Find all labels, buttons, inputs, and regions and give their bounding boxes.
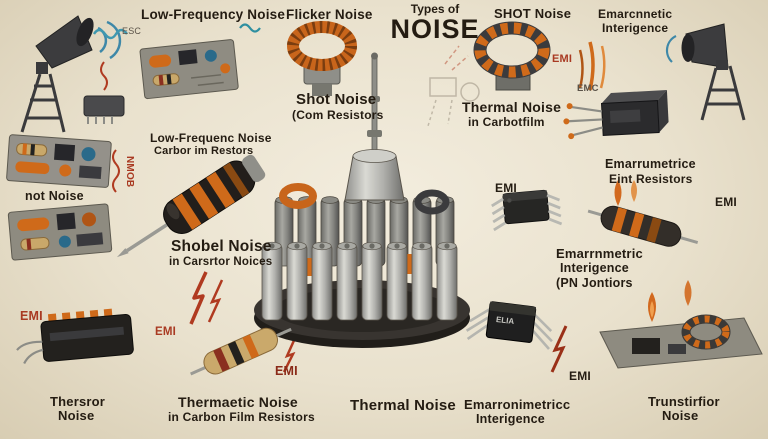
label-low-freq-left-line2: Carbor im Restors	[154, 145, 254, 157]
label-low-freq-left-line1: Low-Frequenc Noise	[150, 131, 272, 145]
label-em-right-mid-line1: Emarrnmetric	[556, 246, 643, 261]
label-em-right-mid-line3: (PN Jontiors	[556, 276, 633, 290]
label-nmob: NMOB	[124, 156, 135, 188]
spark-squiggle-nmob	[112, 149, 120, 193]
resistor-right	[587, 205, 699, 247]
circuit-board-left-lower	[7, 203, 113, 261]
horn-speaker-tower-right	[665, 23, 746, 121]
resistor-bottom-left	[190, 327, 292, 376]
toroid-inductor-top	[287, 21, 357, 96]
label-emi-left: EMI	[20, 309, 43, 323]
lightning-bolt-left	[189, 271, 208, 325]
label-shot-noise-top: SHOT Noise	[494, 6, 572, 21]
lightning-bolt-bottom	[550, 325, 568, 373]
title-main: NOISE	[390, 14, 480, 44]
label-em-top-right-line2: Interigence	[602, 21, 669, 35]
flame-sparks-right	[614, 180, 637, 206]
central-pedestal	[344, 149, 405, 201]
label-thersror-line1: Thersror	[50, 394, 106, 409]
lightning-bolt-center-bottom	[282, 335, 298, 373]
label-thersror-line2: Noise	[58, 408, 95, 423]
label-trunstirfior-line2: Noise	[662, 408, 699, 423]
label-em-right-mid-line2: Interigence	[560, 261, 629, 275]
label-emi-left-lower: EMI	[155, 326, 177, 338]
component-module-bottom-left	[16, 308, 134, 365]
circuit-module-bottom-right	[599, 280, 763, 369]
label-em-bottom-line2: Interigence	[476, 412, 545, 426]
label-thermal-center-line2: in Carbotfilm	[468, 115, 545, 129]
dip-chip-right	[491, 189, 563, 232]
label-trunstirfior-line1: Trunstirfior	[648, 394, 720, 409]
lightning-bolt-left-2	[207, 279, 224, 323]
capacitor-assembly	[254, 52, 470, 348]
label-emi-far-right: EMI	[715, 195, 737, 209]
label-low-frequency-noise-top: Low-Frequency Noise	[141, 7, 286, 22]
label-shobel-noise-line1: Shobel Noise	[171, 238, 272, 255]
label-thermaetic-line2: in Carbon Film Resistors	[168, 410, 315, 424]
toroid-on-assembly-left	[279, 183, 317, 209]
small-component-left	[83, 95, 125, 124]
wave-squiggle-top-left	[92, 28, 128, 40]
label-esc: ESC	[122, 26, 142, 36]
label-emi-top: EMI	[552, 53, 573, 65]
component-box-right	[563, 90, 669, 140]
title-pre: Types of	[410, 2, 460, 16]
label-thermaetic-line1: Thermaetic Noise	[178, 394, 298, 410]
label-em-bottom-line1: Emarronimetricc	[464, 397, 571, 412]
toroid-inductor-right	[473, 21, 551, 91]
spark-squiggle-left	[100, 61, 108, 91]
label-shot-noise-center-line2: (Com Resistors	[292, 108, 384, 122]
circuit-board-left	[6, 134, 112, 188]
sketch-faint-components	[427, 45, 480, 127]
toroid-on-assembly-right	[414, 189, 450, 215]
label-emi-mid: EMI	[495, 181, 517, 195]
wave-squiggle-top-center	[239, 23, 261, 33]
label-em-top-right-line1: Emarcnnetic	[598, 7, 673, 21]
label-em-right-line1: Emarrumetrice	[605, 157, 696, 171]
label-emc: EMC	[577, 83, 599, 94]
horn-speaker-tower-left	[20, 15, 122, 133]
label-flicker-noise: Flicker Noise	[286, 7, 373, 22]
label-shobel-noise-line2: in Carsrtor Noices	[169, 256, 273, 268]
label-em-right-line2: Eint Resistors	[609, 172, 693, 186]
dip-chip-bottom	[465, 301, 553, 350]
label-emi-bottom-center: EMI	[275, 364, 298, 378]
spark-streaks-top-right	[578, 41, 606, 91]
label-emi-bottom-right: EMI	[569, 369, 591, 383]
large-resistor-left	[116, 154, 266, 258]
label-thermal-bottom: Thermal Noise	[350, 397, 456, 414]
circuit-board-top-left	[139, 39, 239, 100]
page-title: Types of NOISE	[390, 2, 480, 44]
label-thermal-center-line1: Thermal Noise	[462, 99, 562, 115]
label-shot-noise-center-line1: Shot Noise	[296, 91, 377, 108]
label-not-noise: not Noise	[25, 189, 84, 203]
